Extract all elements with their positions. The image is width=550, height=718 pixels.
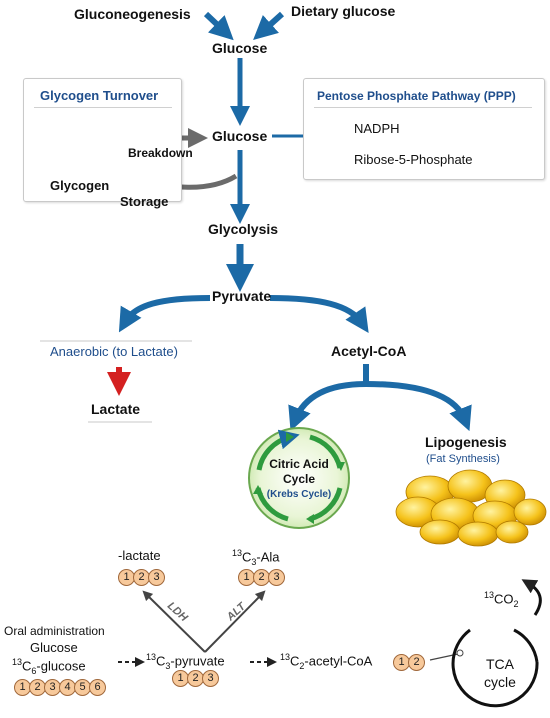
tca-label-line1: TCA: [486, 656, 514, 672]
acetylcoa-to-citric-arrow: [288, 381, 367, 432]
pyruvate-to-lactate-line: [142, 590, 206, 653]
pyruvate-label: Pyruvate: [212, 288, 272, 304]
gluconeogenesis-arrow: [203, 11, 234, 41]
fat-droplets-graphic: [395, 469, 547, 547]
krebs-cycle-label: (Krebs Cycle): [266, 489, 332, 500]
lipogenesis-label: Lipogenesis: [425, 434, 507, 450]
carbon-atom: 2: [133, 569, 150, 586]
glycogen-turnover-title: Glycogen Turnover: [40, 88, 159, 103]
lactate-product-label: -lactate: [118, 548, 161, 563]
ala-product-label: 13C3-Ala: [232, 548, 280, 567]
carbon-atom: 3: [148, 569, 165, 586]
acetylcoa-to-lipogenesis-arrow: [365, 381, 472, 432]
ribose-label: Ribose-5-Phosphate: [354, 152, 473, 167]
glucose-top-label: Glucose: [212, 40, 268, 56]
c2-acetylcoa-label: 13C2-acetyl-CoA: [280, 652, 373, 671]
ppp-title: Pentose Phosphate Pathway (PPP): [317, 89, 516, 103]
glycogen-label: Glycogen: [50, 178, 110, 193]
nadph-label: NADPH: [354, 121, 400, 136]
glycogen-turnover-box: Glycogen Turnover Glycogen: [23, 78, 182, 202]
ppp-box: Pentose Phosphate Pathway (PPP) NADPH Ri…: [303, 78, 545, 180]
acetylcoa-label: Acetyl-CoA: [331, 343, 407, 359]
ppp-box-divider: [314, 107, 532, 108]
carbon-atom: 2: [408, 654, 425, 671]
tca-junction: [456, 649, 464, 657]
citric-acid-label-line1: Citric Acid: [269, 457, 329, 471]
anaerobic-label: Anaerobic (to Lactate): [50, 344, 178, 359]
carbon-atom: 3: [268, 569, 285, 586]
glycogen-box-divider: [34, 107, 172, 108]
pyruvate-to-anaerobic-arrow: [118, 295, 211, 333]
gluconeogenesis-label: Gluconeogenesis: [74, 6, 191, 22]
carbon-atom: 3: [202, 670, 219, 687]
carbon-atom: 3: [44, 679, 61, 696]
glucose-mid-label: Glucose: [212, 128, 268, 144]
glycolysis-label: Glycolysis: [208, 221, 279, 237]
lactate-label: Lactate: [91, 401, 141, 417]
glucose-bottom-label: Glucose: [30, 640, 78, 655]
tca-label-line2: cycle: [484, 674, 516, 690]
c3-pyruvate-label: 13C3-pyruvate: [146, 652, 225, 671]
tca-cycle-graphic: [451, 579, 542, 708]
carbon-atom: 1: [118, 569, 135, 586]
breakdown-label: Breakdown: [128, 146, 193, 160]
dietary-glucose-arrow: [253, 11, 285, 41]
carbon-atom: 6: [89, 679, 106, 696]
pyruvate-to-acetylcoa-arrow: [269, 295, 369, 333]
storage-label: Storage: [120, 194, 169, 209]
fat-synthesis-label: (Fat Synthesis): [426, 453, 500, 465]
c6-glucose-label: 13C6-glucose: [12, 657, 86, 676]
citric-acid-label-line2: Cycle: [282, 472, 316, 486]
citric-acid-cycle-graphic: [248, 427, 350, 529]
co2-label: 13CO2: [484, 590, 519, 609]
oral-administration-label: Oral administration: [4, 624, 105, 638]
pyruvate-to-ala-line: [204, 590, 266, 653]
dietary-glucose-label: Dietary glucose: [291, 3, 396, 19]
